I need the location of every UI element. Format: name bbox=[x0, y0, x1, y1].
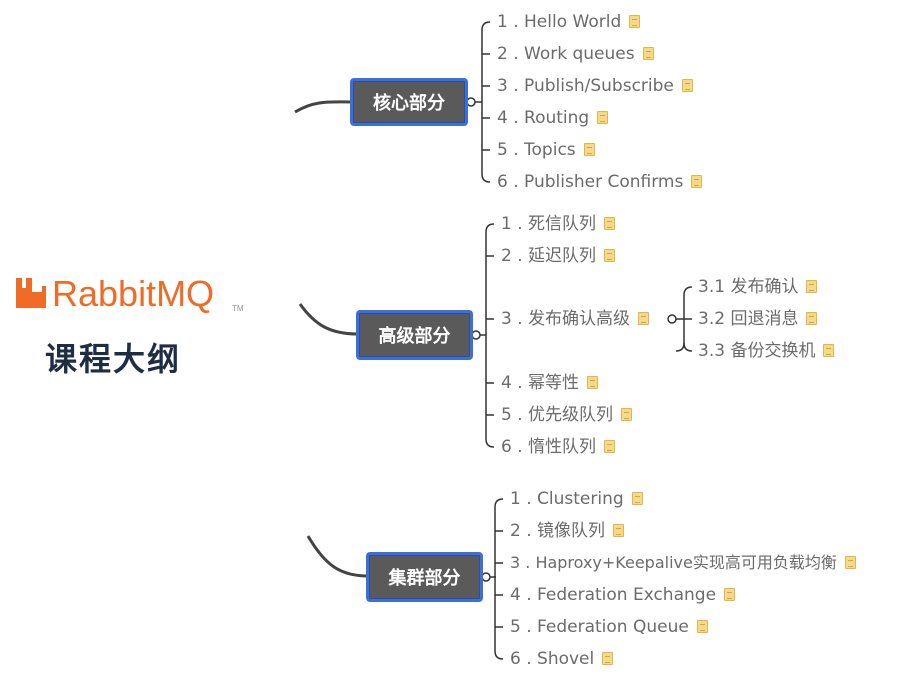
note-icon bbox=[681, 79, 693, 92]
cluster-item[interactable]: 1 . Clustering bbox=[510, 489, 643, 509]
note-icon bbox=[844, 556, 856, 569]
cluster-item[interactable]: 6 . Shovel bbox=[510, 649, 614, 669]
advanced-sub-item[interactable]: 3.3 备份交换机 bbox=[698, 341, 835, 361]
note-icon bbox=[583, 143, 595, 156]
advanced-sub-item[interactable]: 3.2 回退消息 bbox=[698, 309, 818, 329]
cluster-item[interactable]: 5 . Federation Queue bbox=[510, 617, 708, 637]
branch-cluster[interactable]: 集群部分 bbox=[366, 552, 483, 602]
cluster-item[interactable]: 4 . Federation Exchange bbox=[510, 585, 736, 605]
note-icon bbox=[724, 588, 736, 601]
branch-core[interactable]: 核心部分 bbox=[350, 78, 468, 126]
core-item[interactable]: 6 . Publisher Confirms bbox=[497, 172, 703, 192]
rabbitmq-logo-text: RabbitMQ bbox=[52, 273, 215, 314]
note-icon bbox=[806, 280, 818, 293]
advanced-item[interactable]: 6 . 惰性队列 bbox=[501, 437, 616, 457]
connector-core bbox=[294, 100, 353, 114]
note-icon bbox=[604, 217, 616, 230]
branch-cluster-label: 集群部分 bbox=[388, 568, 461, 589]
advanced-item[interactable]: 3 . 发布确认高级 bbox=[501, 309, 650, 329]
advanced-item[interactable]: 5 . 优先级队列 bbox=[501, 405, 633, 425]
note-icon bbox=[806, 312, 818, 325]
note-icon bbox=[629, 15, 641, 28]
core-item[interactable]: 2 . Work queues bbox=[497, 44, 654, 64]
branch-advanced[interactable]: 高级部分 bbox=[356, 310, 473, 360]
rabbitmq-logo-icon bbox=[16, 278, 46, 308]
note-icon bbox=[613, 524, 625, 537]
advanced-item[interactable]: 1 . 死信队列 bbox=[501, 214, 616, 234]
note-icon bbox=[823, 344, 835, 357]
branch-core-label: 核心部分 bbox=[373, 93, 445, 114]
core-item[interactable]: 3 . Publish/Subscribe bbox=[497, 76, 693, 96]
note-icon bbox=[631, 492, 643, 505]
course-title: 课程大纲 bbox=[45, 340, 182, 378]
note-icon bbox=[597, 111, 609, 124]
connector-cluster bbox=[306, 535, 369, 578]
note-icon bbox=[602, 652, 614, 665]
note-icon bbox=[642, 47, 654, 60]
advanced-sub-item[interactable]: 3.1 发布确认 bbox=[698, 277, 818, 297]
note-icon bbox=[696, 620, 708, 633]
logo-trademark: TM bbox=[232, 304, 244, 313]
advanced-item[interactable]: 2 . 延迟队列 bbox=[501, 246, 616, 266]
note-icon bbox=[604, 249, 616, 262]
branch-advanced-label: 高级部分 bbox=[378, 326, 451, 347]
connector-advanced bbox=[298, 303, 359, 336]
note-icon bbox=[621, 408, 633, 421]
core-item[interactable]: 4 . Routing bbox=[497, 108, 609, 128]
note-icon bbox=[691, 175, 703, 188]
note-icon bbox=[587, 376, 599, 389]
note-icon bbox=[638, 312, 650, 325]
note-icon bbox=[604, 440, 616, 453]
core-item[interactable]: 5 . Topics bbox=[497, 140, 595, 160]
cluster-item[interactable]: 2 . 镜像队列 bbox=[510, 521, 625, 541]
advanced-item[interactable]: 4 . 幂等性 bbox=[501, 373, 599, 393]
core-item[interactable]: 1 . Hello World bbox=[497, 12, 641, 32]
cluster-item[interactable]: 3 . Haproxy+Keepalive实现高可用负载均衡 bbox=[510, 553, 856, 573]
